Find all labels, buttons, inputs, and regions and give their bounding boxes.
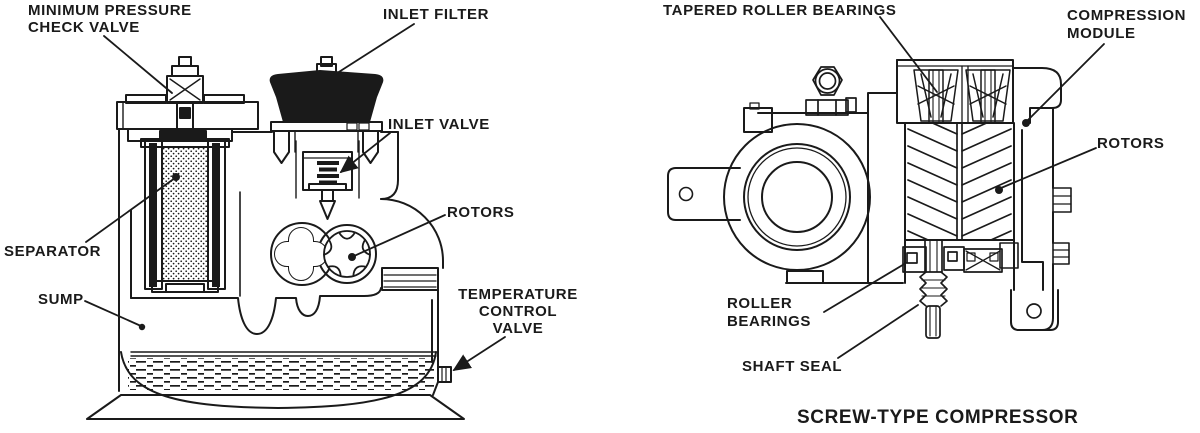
label-min-pressure-check-valve: MINIMUM PRESSURE CHECK VALVE [28, 2, 192, 36]
inlet-housing [667, 59, 898, 284]
right-leader-lines [823, 16, 1105, 359]
housing-outline [118, 128, 452, 396]
top-fitting [805, 66, 857, 116]
leader-sump [84, 300, 142, 327]
leader-roller-bearings [823, 262, 907, 313]
female-rotor [323, 230, 371, 278]
leader-inlet-filter [330, 23, 415, 78]
rotors-end-view [239, 191, 377, 297]
leader-rotors-right [1000, 147, 1097, 189]
leader-compression-module [1026, 43, 1105, 122]
separator-tower [116, 56, 259, 293]
label-shaft-seal: SHAFT SEAL [742, 358, 843, 375]
label-compression-module: COMPRESSION MODULE [1067, 7, 1187, 42]
label-rotors-left: ROTORS [447, 204, 515, 221]
leader-separator [85, 177, 176, 243]
shaft-seal-part [919, 271, 948, 307]
label-roller-bearings: ROLLER BEARINGS [727, 295, 811, 330]
right-compressor-drawing [667, 16, 1105, 359]
screw-rotor-part [904, 122, 1015, 241]
label-tapered-roller-bearings: TAPERED ROLLER BEARINGS [663, 2, 897, 19]
label-inlet-filter: INLET FILTER [383, 6, 490, 23]
tapered-roller-bearings-part [896, 59, 1014, 124]
mounting-foot [1010, 289, 1059, 331]
label-sump: SUMP [38, 291, 84, 308]
lower-bearing-shaft-assembly [867, 239, 1015, 339]
figure-caption: SCREW-TYPE COMPRESSOR [797, 407, 1079, 428]
left-leader-lines [84, 23, 506, 371]
separator-element [144, 140, 226, 293]
sump-cavity [128, 209, 437, 390]
leader-rotors-left [353, 214, 446, 257]
label-inlet-valve: INLET VALVE [388, 116, 490, 133]
compression-module-casing [999, 67, 1072, 331]
label-temperature-control-valve: TEMPERATURE CONTROL VALVE [458, 286, 578, 337]
label-rotors-right: ROTORS [1097, 135, 1165, 152]
leader-tapered-roller-bearings [879, 16, 938, 93]
label-separator: SEPARATOR [4, 243, 102, 260]
sump-oil-hatch [128, 358, 434, 390]
leader-inlet-valve [339, 132, 391, 174]
inlet-filter-part [269, 56, 384, 164]
leader-temp-control-valve [452, 336, 506, 371]
male-rotor [274, 227, 328, 281]
leader-shaft-seal [837, 304, 919, 359]
left-compressor-drawing [84, 23, 506, 420]
inlet-valve-part [295, 140, 360, 220]
leader-min-pressure-check-valve [103, 35, 173, 94]
